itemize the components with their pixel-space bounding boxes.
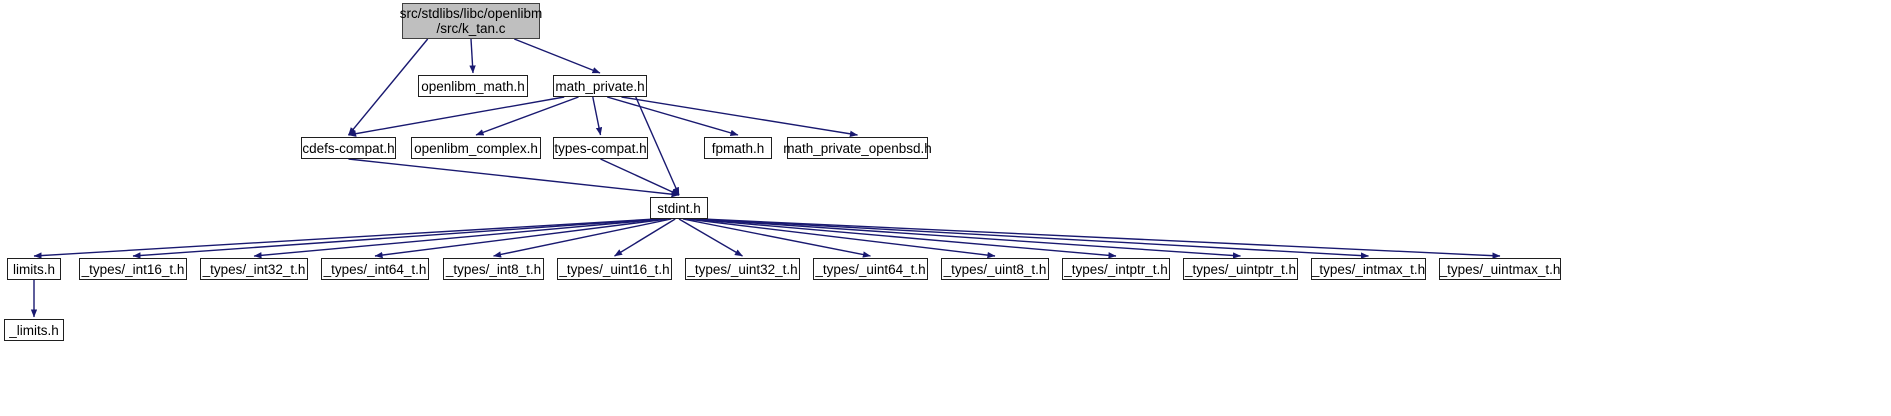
graph-node-fpmath[interactable]: fpmath.h: [704, 137, 772, 159]
graph-edge-math_private-to-cdefs_compat: [348, 96, 565, 137]
graph-node-root: src/stdlibs/libc/openlibm /src/k_tan.c: [400, 3, 542, 39]
graph-edge-stdint-to-int32: [253, 218, 664, 259]
graph-edge-root-to-cdefs_compat: [347, 38, 429, 136]
graph-edge-stdint-to-uint64: [682, 218, 871, 258]
graph-node-math_private_openbsd[interactable]: math_private_openbsd.h: [783, 137, 932, 159]
graph-edge-math_private-to-openlibm_complex: [475, 96, 579, 136]
graph-edge-root-to-openlibm_math: [469, 38, 476, 74]
graph-edge-types_compat-to-stdint: [600, 158, 680, 196]
graph-node-uintptr[interactable]: _types/_uintptr_t.h: [1183, 258, 1298, 280]
graph-node-intmax[interactable]: _types/_intmax_t.h: [1311, 258, 1426, 280]
graph-node-stdint[interactable]: stdint.h: [650, 197, 708, 219]
graph-node-int16[interactable]: _types/_int16_t.h: [79, 258, 187, 280]
graph-edge-stdint-to-int16: [132, 218, 660, 259]
graph-edge-stdint-to-intmax: [698, 218, 1369, 259]
graph-edge-stdint-to-limits: [33, 218, 656, 259]
graph-node-cdefs_compat[interactable]: cdefs-compat.h: [301, 137, 396, 159]
graph-node-limits[interactable]: limits.h: [7, 258, 61, 280]
graph-node-openlibm_math[interactable]: openlibm_math.h: [418, 75, 528, 97]
graph-edge-math_private-to-fpmath: [607, 96, 739, 136]
graph-edge-stdint-to-intptr: [690, 218, 1117, 259]
graph-node-uint8[interactable]: _types/_uint8_t.h: [941, 258, 1049, 280]
graph-edge-stdint-to-uint32: [678, 218, 743, 257]
graph-edge-stdint-to-int64: [374, 218, 668, 259]
graph-node-uintmax[interactable]: _types/_uintmax_t.h: [1439, 258, 1561, 280]
graph-edge-math_private-to-types_compat: [592, 96, 603, 136]
graph-node-openlibm_complex[interactable]: openlibm_complex.h: [411, 137, 541, 159]
graph-edge-cdefs_compat-to-stdint: [348, 158, 680, 198]
graph-edge-root-to-math_private: [514, 38, 601, 74]
graph-edge-stdint-to-uint16: [614, 218, 676, 257]
graph-node-int64[interactable]: _types/_int64_t.h: [321, 258, 429, 280]
graph-edge-math_private-to-math_private_openbsd: [621, 96, 858, 137]
graph-node-intptr[interactable]: _types/_intptr_t.h: [1062, 258, 1170, 280]
graph-node-int32[interactable]: _types/_int32_t.h: [200, 258, 308, 280]
graph-node-int8[interactable]: _types/_int8_t.h: [443, 258, 544, 280]
graph-node-_limits[interactable]: _limits.h: [4, 319, 64, 341]
graph-node-uint16[interactable]: _types/_uint16_t.h: [557, 258, 672, 280]
graph-node-math_private[interactable]: math_private.h: [553, 75, 647, 97]
graph-edge-stdint-to-uint8: [686, 218, 996, 259]
graph-edge-stdint-to-uintmax: [702, 218, 1501, 259]
graph-edge-stdint-to-int8: [493, 218, 672, 258]
graph-node-uint32[interactable]: _types/_uint32_t.h: [685, 258, 800, 280]
graph-node-uint64[interactable]: _types/_uint64_t.h: [813, 258, 928, 280]
graph-node-types_compat[interactable]: types-compat.h: [553, 137, 648, 159]
graph-edge-stdint-to-uintptr: [694, 218, 1241, 259]
